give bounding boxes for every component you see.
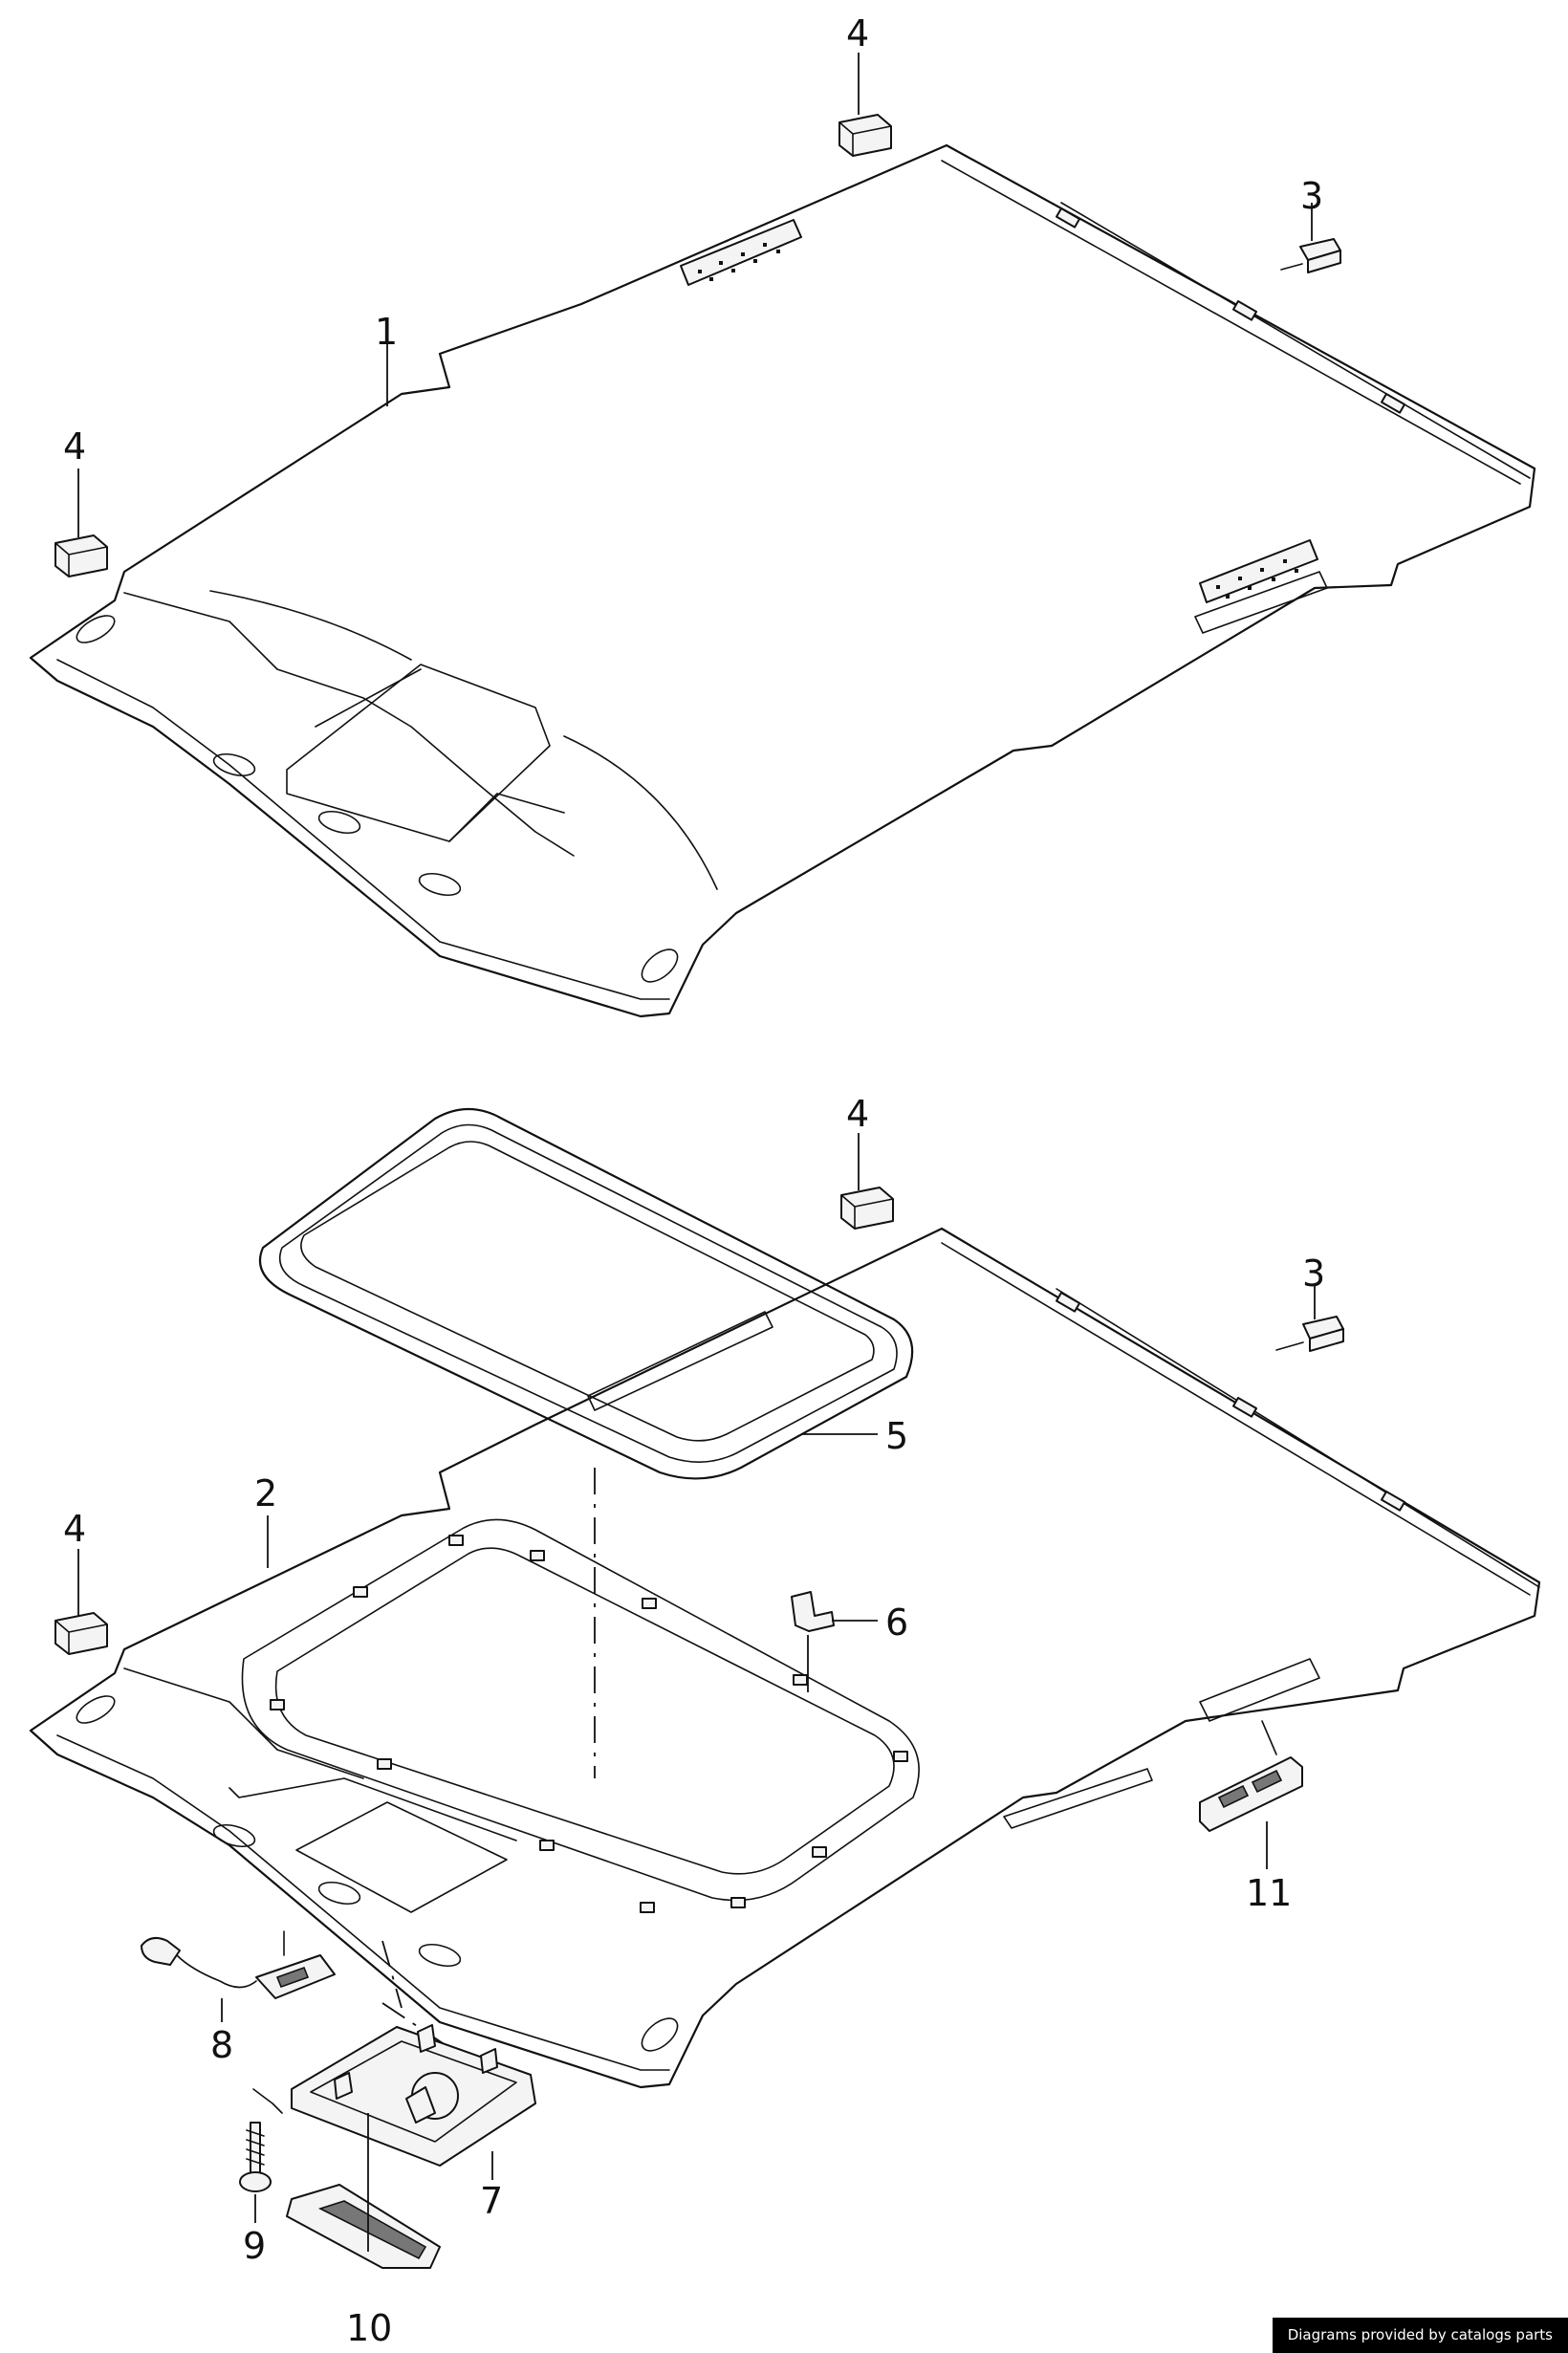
callout-6: 6 bbox=[885, 1601, 908, 1644]
lens-cover-10 bbox=[286, 2184, 441, 2269]
callout-3-bottom: 3 bbox=[1302, 1253, 1325, 1295]
callout-1: 1 bbox=[375, 311, 398, 353]
callout-2: 2 bbox=[254, 1472, 277, 1514]
callout-10: 10 bbox=[346, 2307, 392, 2349]
callout-4-top-right: 4 bbox=[846, 12, 869, 54]
credit-footer: Diagrams provided by catalogs parts bbox=[1272, 2318, 1568, 2353]
foam-block-bottom-right bbox=[840, 1187, 894, 1230]
lamp-housing-7 bbox=[291, 2024, 536, 2167]
foam-block-top-right bbox=[838, 114, 892, 157]
callout-4-bottom-left: 4 bbox=[63, 1508, 86, 1550]
callout-11: 11 bbox=[1246, 1872, 1292, 1914]
grab-handle-11 bbox=[1199, 1720, 1303, 1832]
callout-5: 5 bbox=[885, 1415, 908, 1457]
callout-7: 7 bbox=[480, 2180, 503, 2222]
callout-4-bottom-right: 4 bbox=[846, 1093, 869, 1135]
clip-top-3 bbox=[1280, 238, 1341, 273]
sunroof-seal-5 bbox=[258, 1108, 914, 1480]
callout-3-top: 3 bbox=[1300, 175, 1323, 217]
callout-4-top-left: 4 bbox=[63, 425, 86, 468]
screw-9 bbox=[239, 2088, 283, 2192]
foam-block-bottom-left bbox=[54, 1612, 108, 1655]
lamp-wire-8 bbox=[141, 1930, 336, 1999]
headliner-panel-bottom bbox=[29, 1227, 1541, 2089]
headliner-panel-top bbox=[29, 143, 1536, 1018]
clip-bottom-3 bbox=[1275, 1316, 1344, 1352]
callout-9: 9 bbox=[243, 2225, 266, 2267]
callout-8: 8 bbox=[210, 2024, 233, 2066]
foam-block-top-left bbox=[54, 534, 108, 577]
clip-6 bbox=[791, 1591, 835, 1632]
